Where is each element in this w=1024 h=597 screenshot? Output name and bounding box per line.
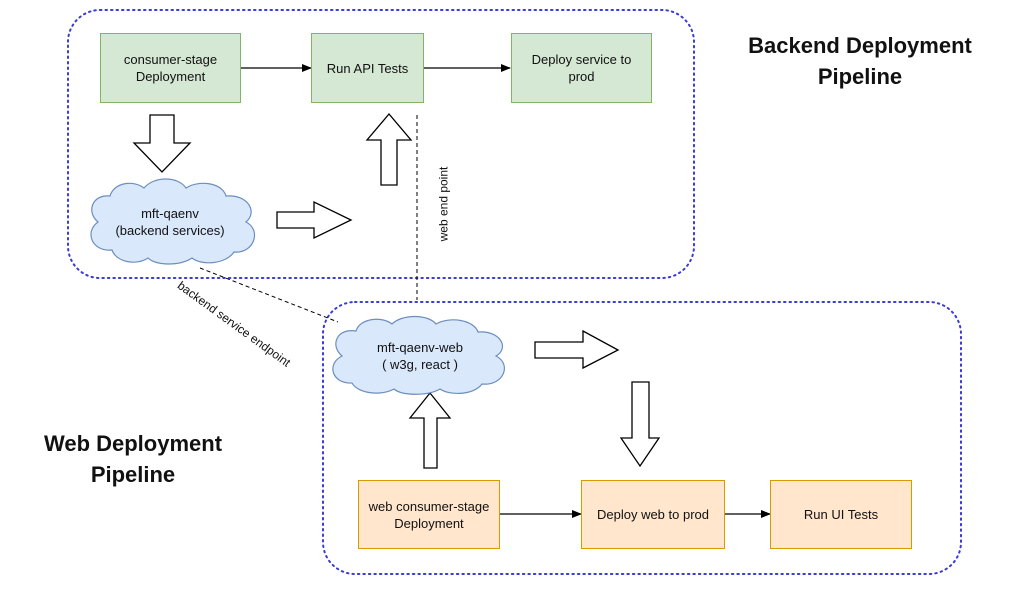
node-run-api-tests: Run API Tests: [311, 33, 424, 103]
block-arrow-up-api-tests: [365, 112, 413, 186]
node-web-consumer-stage-deployment: web consumer-stage Deployment: [358, 480, 500, 549]
backend-pipeline-title: Backend Deployment Pipeline: [748, 33, 972, 89]
node-consumer-stage-deployment: consumer-stage Deployment: [100, 33, 241, 103]
node-deploy-web-to-prod: Deploy web to prod: [581, 480, 725, 549]
block-arrow-up-qaenv-web: [408, 391, 452, 469]
block-arrow-down-deploy-web: [619, 381, 661, 468]
web-end-point-label: web end point: [436, 166, 451, 242]
cloud-label-mft-qaenv-web: mft-qaenv-web ( w3g, react ): [377, 340, 463, 372]
cloud-label-mft-qaenv: mft-qaenv (backend services): [115, 206, 225, 238]
block-arrow-right-qaenv-web: [534, 329, 620, 370]
backend-service-endpoint-connector: [199, 267, 339, 323]
backend-pipeline-group: [67, 9, 695, 279]
web-pipeline-group: [322, 301, 962, 575]
block-arrow-down-consumer: [132, 114, 192, 173]
cloud-mft-qaenv: [90, 178, 256, 265]
web-pipeline-title: Web Deployment Pipeline: [43, 431, 223, 487]
node-run-ui-tests: Run UI Tests: [770, 480, 912, 549]
block-arrow-right-qaenv: [276, 200, 353, 240]
cloud-mft-qaenv-web: [332, 315, 505, 395]
node-deploy-service-to-prod: Deploy service to prod: [511, 33, 652, 103]
